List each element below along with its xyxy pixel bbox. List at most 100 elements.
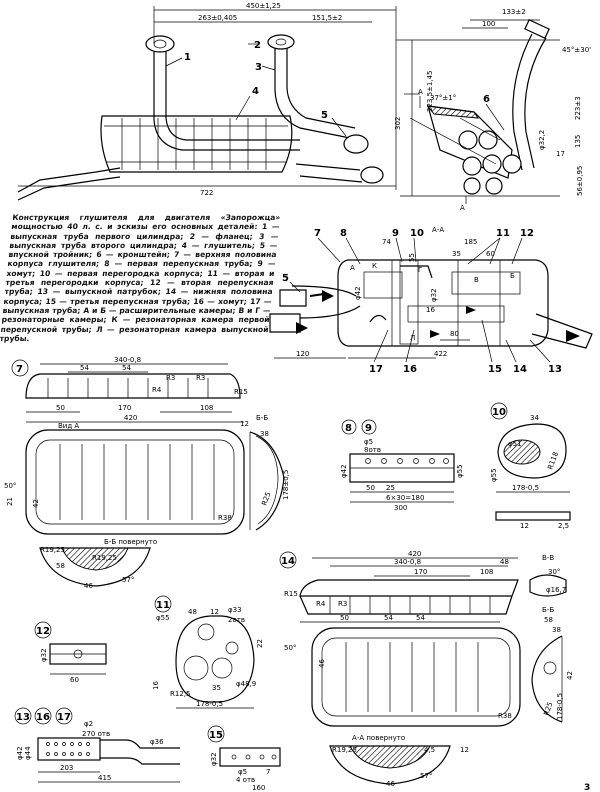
p10-phi51: φ51 (508, 440, 522, 448)
p14-dim-42: 42 (566, 671, 574, 680)
p131617-phi2: φ2 (84, 720, 93, 728)
p14-dim-46: 46 (318, 659, 326, 668)
part-label-17-aa: 17 (369, 364, 383, 375)
dim-37deg: 37°±1° (430, 94, 456, 102)
p7-d57: 57° (122, 576, 134, 584)
part-label-1: 1 (184, 52, 191, 63)
p131617-phi44: φ44 (24, 746, 32, 760)
part-label-12-aa: 12 (520, 228, 534, 239)
p89-dim-300: 300 (394, 504, 407, 512)
p7-dim-50: 50 (56, 404, 65, 412)
p11-dim-22: 22 (256, 639, 264, 648)
dim-263: 263±0,405 (198, 14, 237, 22)
p12-phi32: φ32 (40, 648, 48, 662)
dim-135: 135 (574, 135, 582, 148)
p14-d12: 12 (460, 746, 469, 754)
part-9-badge: 9 (365, 423, 372, 434)
p14-dim-170: 170 (414, 568, 427, 576)
dim-74: 74 (382, 238, 391, 246)
dim-223a: 223,5±1,45 (426, 71, 434, 113)
p7-d21: 21 (6, 497, 14, 506)
p89-dim-25: 25 (386, 484, 395, 492)
p7-dim-420: 420 (124, 414, 137, 422)
part-13-badge: 13 (16, 712, 30, 723)
p89-phi5: φ5 (364, 438, 373, 446)
part-17-badge: 17 (57, 712, 71, 723)
p12-dim-60: 60 (70, 676, 79, 684)
part-14-drawing: 14 420 340-0,8 170 108 48 R15 R4 R3 50 5… (279, 550, 574, 788)
p15-dim-7: 7 (266, 768, 270, 776)
p14-dim-48: 48 (500, 558, 509, 566)
part-13-16-17-drawing: 13 16 17 φ2 270 отв φ36 φ42 φ44 203 415 (14, 707, 180, 783)
p11-phi48: φ48,9 (236, 680, 256, 688)
p7-r3: R3 (166, 374, 175, 382)
p14-d46: 46 (386, 780, 395, 788)
chamber-letter-l: Л (410, 334, 415, 342)
p10-phi55: φ55 (490, 468, 498, 482)
dim-450: 450±1,25 (246, 2, 281, 10)
dim-133: 133±2 (502, 8, 526, 16)
dim-35: 35 (452, 250, 461, 258)
p7-dim-108: 108 (200, 404, 213, 412)
dim-55-aa: 55 (408, 253, 416, 262)
section-mark-a-bottom: A (460, 204, 465, 212)
p11-phi55: φ55 (156, 614, 170, 622)
part-8-badge: 8 (345, 423, 352, 434)
part-7-drawing: 7 340-0,8 54 54 170 108 50 420 R3 R4 R15… (4, 356, 290, 590)
p11-dim-48: 48 (188, 608, 197, 616)
p14-section-bb: Б-Б (542, 606, 554, 614)
p89-dim-6x30: 6×30=180 (386, 494, 424, 502)
p7-section-bb-rot: Б-Б повернуто (104, 538, 157, 546)
p14-d45: 4,5 (424, 746, 435, 754)
section-aa-title: А-А (432, 226, 444, 234)
p14-r3: R3 (338, 600, 347, 608)
dim-16-aa: 16 (426, 306, 435, 314)
p14-phi167: φ16,7 (546, 586, 566, 594)
p11-r12: R12,5 (170, 690, 190, 698)
part-16-badge: 16 (36, 712, 50, 723)
p15-phi5: φ5 (238, 768, 247, 776)
p7-r19b: R19,25 (92, 554, 117, 562)
part-label-9-aa: 9 (392, 228, 399, 239)
part-15-badge: 15 (209, 730, 223, 741)
p7-r19a: R19,25 (40, 546, 65, 554)
part-12-drawing: 12 φ32 60 (34, 621, 107, 684)
p89-holes: 8отв (364, 446, 381, 454)
part-label-8-aa: 8 (340, 228, 347, 239)
p7-d58: 58 (56, 562, 65, 570)
p14-dim-50: 50 (340, 614, 349, 622)
part-10-drawing: 10 34 φ51 R118 φ55 178-0,5 12 2,5 (490, 402, 571, 530)
part-7-badge: 7 (16, 364, 23, 375)
part-label-5-aa: 5 (282, 273, 289, 284)
p11-dim-35: 35 (212, 684, 221, 692)
dim-185: 185 (464, 238, 477, 246)
p14-dim-54b: 54 (416, 614, 425, 622)
p14-r4: R4 (316, 600, 326, 608)
p7-d42: 42 (32, 499, 40, 508)
p14-r19: R19,25 (332, 746, 357, 754)
dim-422: 422 (434, 350, 447, 358)
p15-phi32: φ32 (210, 752, 218, 766)
p7-view-label: Вид А (58, 422, 79, 430)
p14-dim-108: 108 (480, 568, 493, 576)
p7-r4: R4 (152, 386, 162, 394)
dim-302: 302 (394, 117, 402, 130)
assembly-view: 450±1,25 263±0,405 151,5±2 722 1 2 3 4 5 (17, 2, 397, 201)
p7-dim-12: 12 (240, 420, 249, 428)
dim-722: 722 (200, 189, 213, 197)
p7-r15: R15 (234, 388, 248, 396)
p14-dim-178: 178-0,5 (556, 693, 564, 720)
p7-dim-54b: 54 (122, 364, 131, 372)
part-label-2: 2 (254, 40, 261, 51)
figure-caption: Конструкция глушителя для двигателя «Зап… (0, 213, 281, 343)
p14-dim-340: 340-0,8 (394, 558, 421, 566)
dim-223b: 223±3 (574, 96, 582, 120)
part-label-14-aa: 14 (513, 364, 527, 375)
dim-60: 60 (486, 250, 495, 258)
p14-r25: R25 (542, 701, 554, 717)
p14-dim-420: 420 (408, 550, 421, 558)
p14-dim-38: 38 (552, 626, 561, 634)
p14-section-vv: В-В (542, 554, 554, 562)
